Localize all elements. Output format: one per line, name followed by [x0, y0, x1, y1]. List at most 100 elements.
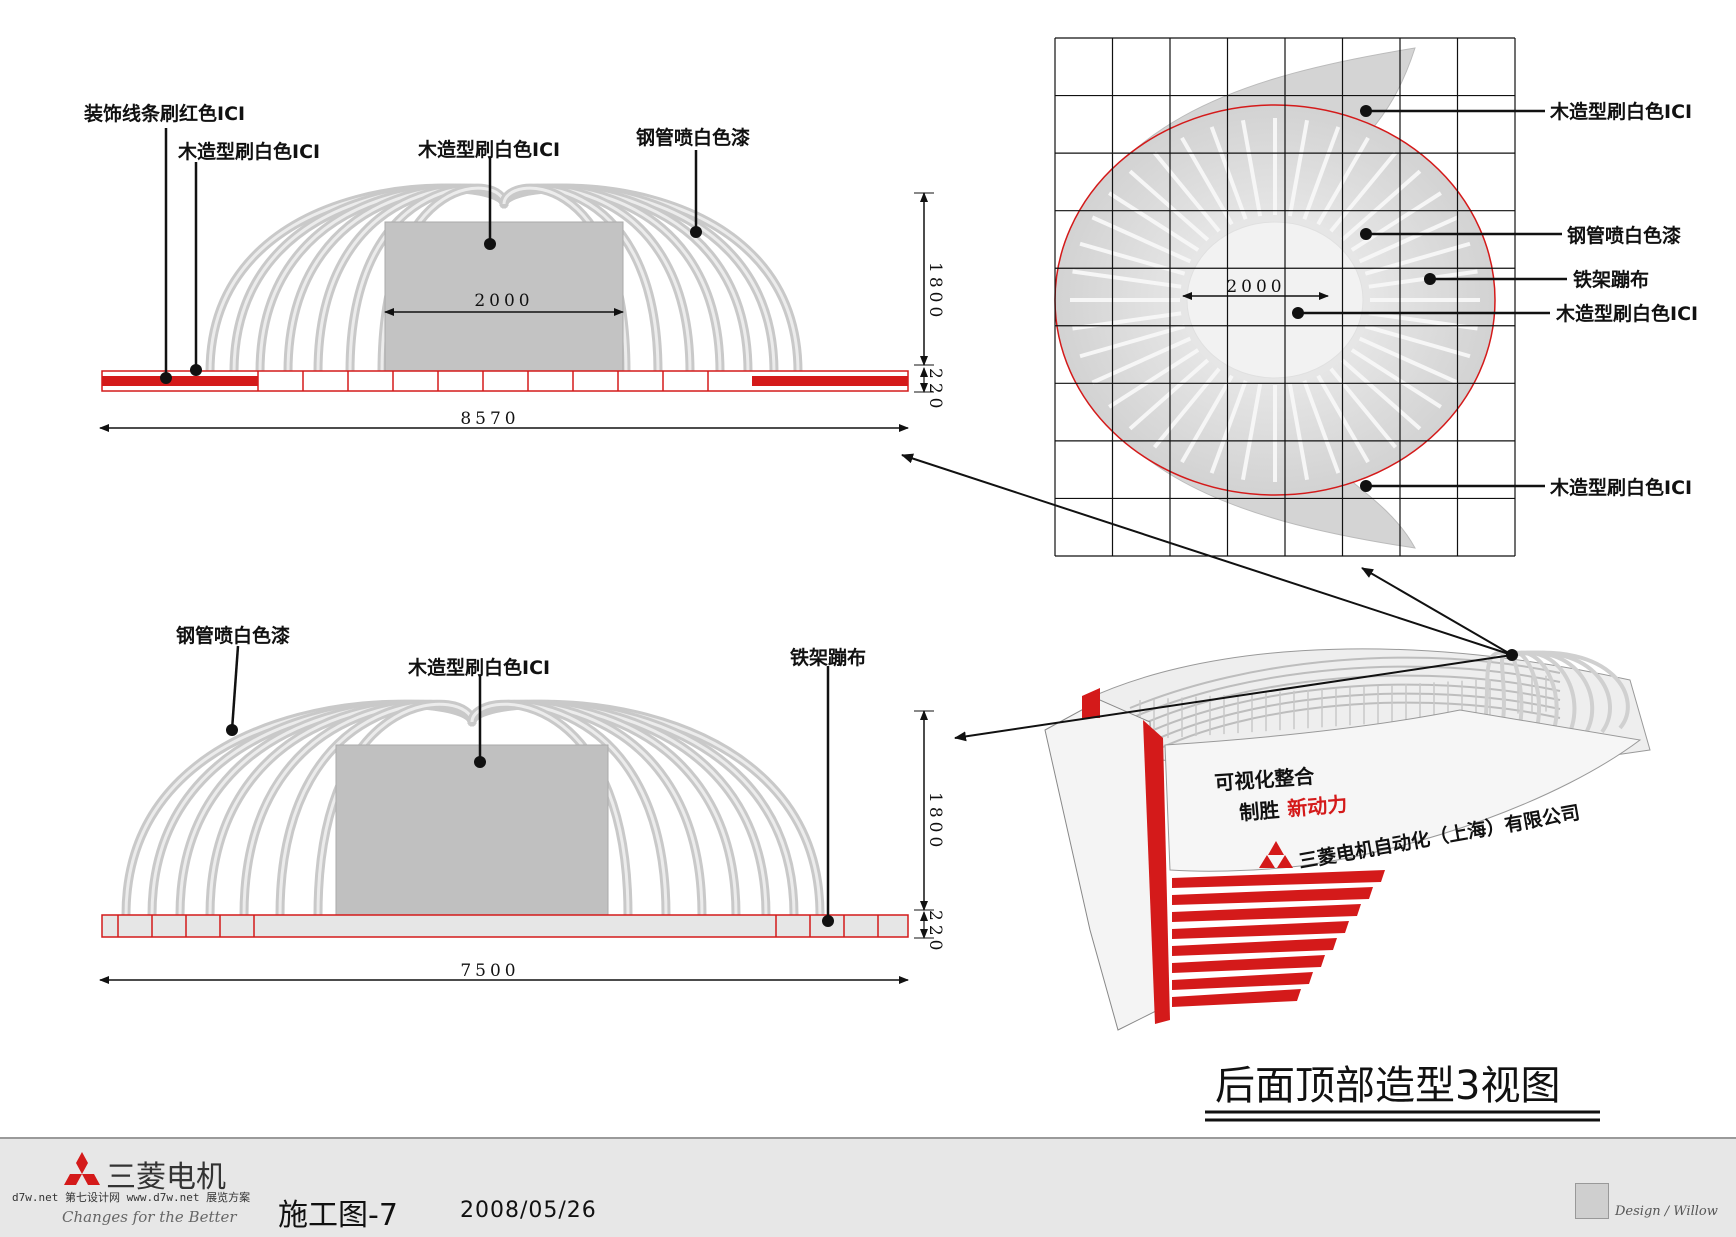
render-slogan-2b: 新动力 — [1286, 792, 1348, 821]
top-spoke — [1152, 151, 1221, 233]
callout-side-steel-leader — [230, 645, 240, 731]
side-base — [101, 914, 909, 938]
callout-steel-tube: 钢管喷白色漆 — [636, 126, 750, 149]
top-spoke — [1128, 169, 1210, 242]
render-red-stripe — [1172, 938, 1337, 956]
top-spoke — [1340, 358, 1422, 431]
callout-top-wood-center-dot — [1292, 307, 1304, 319]
callout-red-strip: 装饰线条刷红色ICI — [83, 102, 245, 125]
render-dome-rib — [1511, 650, 1630, 730]
render-red-stripes — [1172, 870, 1385, 1007]
top-spoke — [1340, 169, 1422, 242]
callout-top-fabric: 铁架蹦布 — [1573, 268, 1649, 291]
top-steel-spokes — [1070, 118, 1480, 482]
sheet-date: 2008/05/26 — [460, 1198, 597, 1223]
front-base-segments — [257, 371, 709, 391]
front-red-strip-right — [752, 376, 908, 386]
top-spoke — [1287, 119, 1310, 217]
callout-top-fabric-dot — [1424, 273, 1436, 285]
booth-render: 可视化整合 制胜 新动力 三菱电机自动化（上海）有限公司 — [1044, 648, 1651, 1031]
top-spoke — [1180, 374, 1234, 464]
render-side-wall — [1044, 699, 1159, 1031]
top-view: 2000 木造型刷白色ICI 钢管喷白色漆 铁架蹦布 木造型刷白色ICI 木造型… — [1054, 37, 1698, 557]
top-spoke — [1240, 383, 1263, 481]
callout-wood-center-dot — [484, 238, 496, 250]
footer-watermark: d7w.net 第七设计网 www.d7w.net 展览方案 — [12, 1191, 251, 1204]
render-mitsubishi-logo-icon — [1259, 841, 1293, 868]
callout-wood-side-dot — [190, 364, 202, 376]
side-total-dim: 7500 — [460, 961, 519, 981]
render-red-stripe — [1172, 972, 1313, 990]
callout-side-fabric: 铁架蹦布 — [790, 646, 866, 669]
top-spoke — [1350, 191, 1442, 252]
render-front-fascia — [1164, 709, 1642, 872]
top-spoke — [1072, 269, 1182, 289]
top-spoke — [1091, 215, 1192, 264]
top-spoke — [1350, 348, 1442, 409]
view-title: 后面顶部造型3视图 — [1215, 1063, 1560, 1109]
steel-arch-highlight — [316, 702, 474, 916]
top-inner-dim: 2000 — [1226, 277, 1285, 297]
top-spoke — [1287, 383, 1310, 481]
front-height-dim: 1800 — [925, 262, 945, 321]
callout-side-wood: 木造型刷白色ICI — [407, 656, 550, 679]
side-view: 1800 220 7500 钢管喷白色漆 木造型刷白色ICI 铁架蹦布 — [99, 624, 945, 984]
render-red-stripe — [1172, 887, 1373, 905]
top-spoke — [1079, 324, 1186, 359]
callout-top-wood-top-dot — [1360, 105, 1372, 117]
side-base-dim: 220 — [925, 910, 945, 954]
footer-brand: 三菱电机 — [106, 1160, 226, 1195]
front-red-strip-left — [102, 376, 258, 386]
callout-wood-center: 木造型刷白色ICI — [417, 138, 560, 161]
callout-top-steel-dot — [1360, 228, 1372, 240]
top-spoke — [1368, 269, 1478, 289]
render-red-stripe — [1172, 921, 1349, 939]
top-spoke — [1108, 348, 1200, 409]
front-base-dim: 220 — [925, 368, 945, 412]
arrow-to-side-view — [954, 654, 1513, 742]
side-wood-panel — [335, 744, 609, 916]
top-spoke — [1152, 367, 1221, 449]
top-spoke — [1108, 191, 1200, 252]
mitsubishi-logo-icon — [64, 1152, 100, 1185]
side-base-segments — [117, 915, 879, 937]
callout-side-steel-dot — [226, 724, 238, 736]
arrow-origin-dot — [1506, 649, 1518, 661]
top-spoke — [1329, 367, 1398, 449]
callout-red-strip-dot — [160, 372, 172, 384]
top-spoke — [1091, 336, 1192, 385]
callout-wood-side: 木造型刷白色ICI — [177, 140, 320, 163]
top-spoke — [1358, 336, 1459, 385]
top-center-hub — [1186, 221, 1364, 379]
render-red-stripe — [1172, 989, 1301, 1007]
pointer-arrows — [901, 453, 1518, 742]
top-spoke — [1364, 324, 1471, 359]
callout-side-wood-dot — [474, 756, 486, 768]
top-spoke — [1128, 358, 1210, 431]
render-red-stripe — [1172, 904, 1361, 922]
top-spoke — [1329, 151, 1398, 233]
arrow-to-top-view — [1361, 567, 1513, 656]
callout-top-wood-bottom-dot — [1360, 480, 1372, 492]
top-spoke — [1209, 126, 1248, 220]
callout-side-steel: 钢管喷白色漆 — [176, 624, 290, 647]
render-red-stripe — [1172, 955, 1325, 973]
arrow-to-front-view — [901, 453, 1513, 656]
designer-credit: Design / Willow — [1615, 1204, 1718, 1219]
front-inner-dim: 2000 — [474, 291, 533, 311]
top-spoke — [1302, 380, 1341, 474]
top-spoke — [1358, 215, 1459, 264]
top-spoke — [1180, 136, 1234, 226]
render-red-post — [1143, 720, 1170, 1024]
front-wood-panel — [384, 221, 624, 373]
render-slogan-2a: 制胜 — [1238, 798, 1280, 825]
side-height-dim: 1800 — [925, 792, 945, 851]
front-view: 2000 1800 220 8570 装饰线条刷红色ICI 木造型刷白色ICI … — [83, 102, 945, 432]
callout-side-fabric-dot — [822, 915, 834, 927]
top-spoke — [1240, 119, 1263, 217]
callout-top-wood-top: 木造型刷白色ICI — [1549, 100, 1692, 123]
footer-bar — [0, 1137, 1736, 1237]
top-spoke — [1302, 126, 1341, 220]
sheet-label: 施工图-7 — [278, 1198, 398, 1233]
